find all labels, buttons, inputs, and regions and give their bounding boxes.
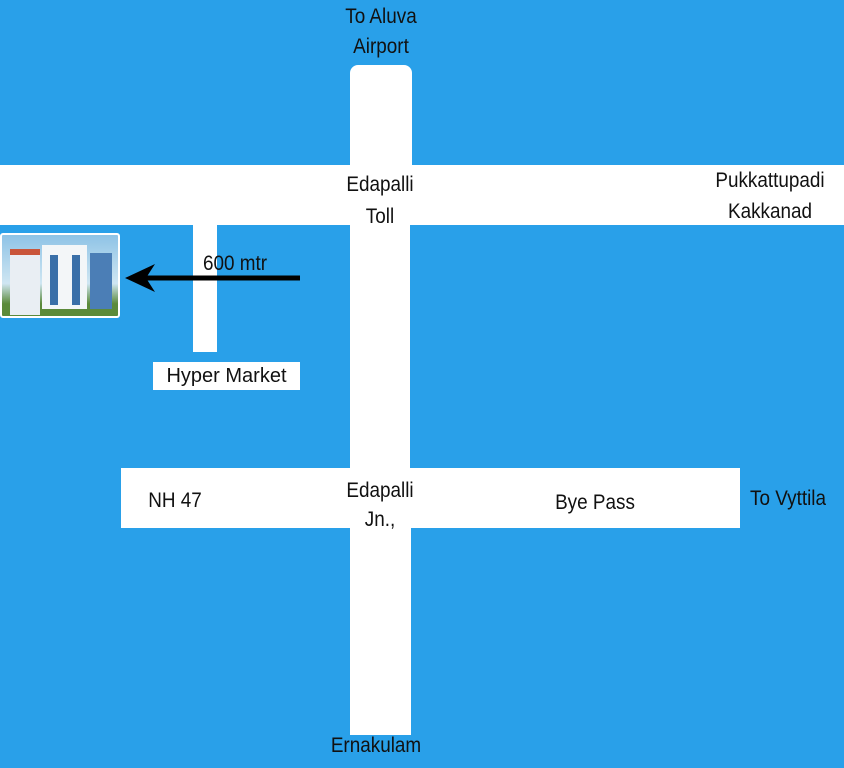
label-pukkattupadi: Pukkattupadi xyxy=(715,169,825,192)
label-nh47: NH 47 xyxy=(148,489,202,512)
road-north xyxy=(350,65,412,175)
apartment-building-photo xyxy=(0,233,120,318)
label-bypass: Bye Pass xyxy=(555,491,635,514)
road-nh47-bypass xyxy=(121,468,740,528)
label-aluva-1: To Aluva xyxy=(345,5,417,28)
label-ernakulam: Ernakulam xyxy=(330,734,422,757)
label-toll-2: Toll xyxy=(365,205,395,228)
label-junction-1: Edapalli xyxy=(346,479,414,502)
label-vyttila: To Vyttila xyxy=(750,487,826,510)
label-aluva-2: Airport xyxy=(353,35,409,58)
hyper-market-label: Hyper Market xyxy=(153,362,300,390)
road-south xyxy=(350,520,411,735)
label-junction-2: Jn., xyxy=(364,508,396,531)
label-toll-1: Edapalli xyxy=(346,173,414,196)
arrow-left-icon xyxy=(125,264,300,292)
label-distance: 600 mtr xyxy=(202,252,268,275)
label-kakkanad: Kakkanad xyxy=(727,200,813,223)
road-hyper-market-lane xyxy=(193,220,217,352)
road-edapalli-toll-east-west xyxy=(0,165,844,225)
road-toll-to-junction xyxy=(350,215,410,475)
